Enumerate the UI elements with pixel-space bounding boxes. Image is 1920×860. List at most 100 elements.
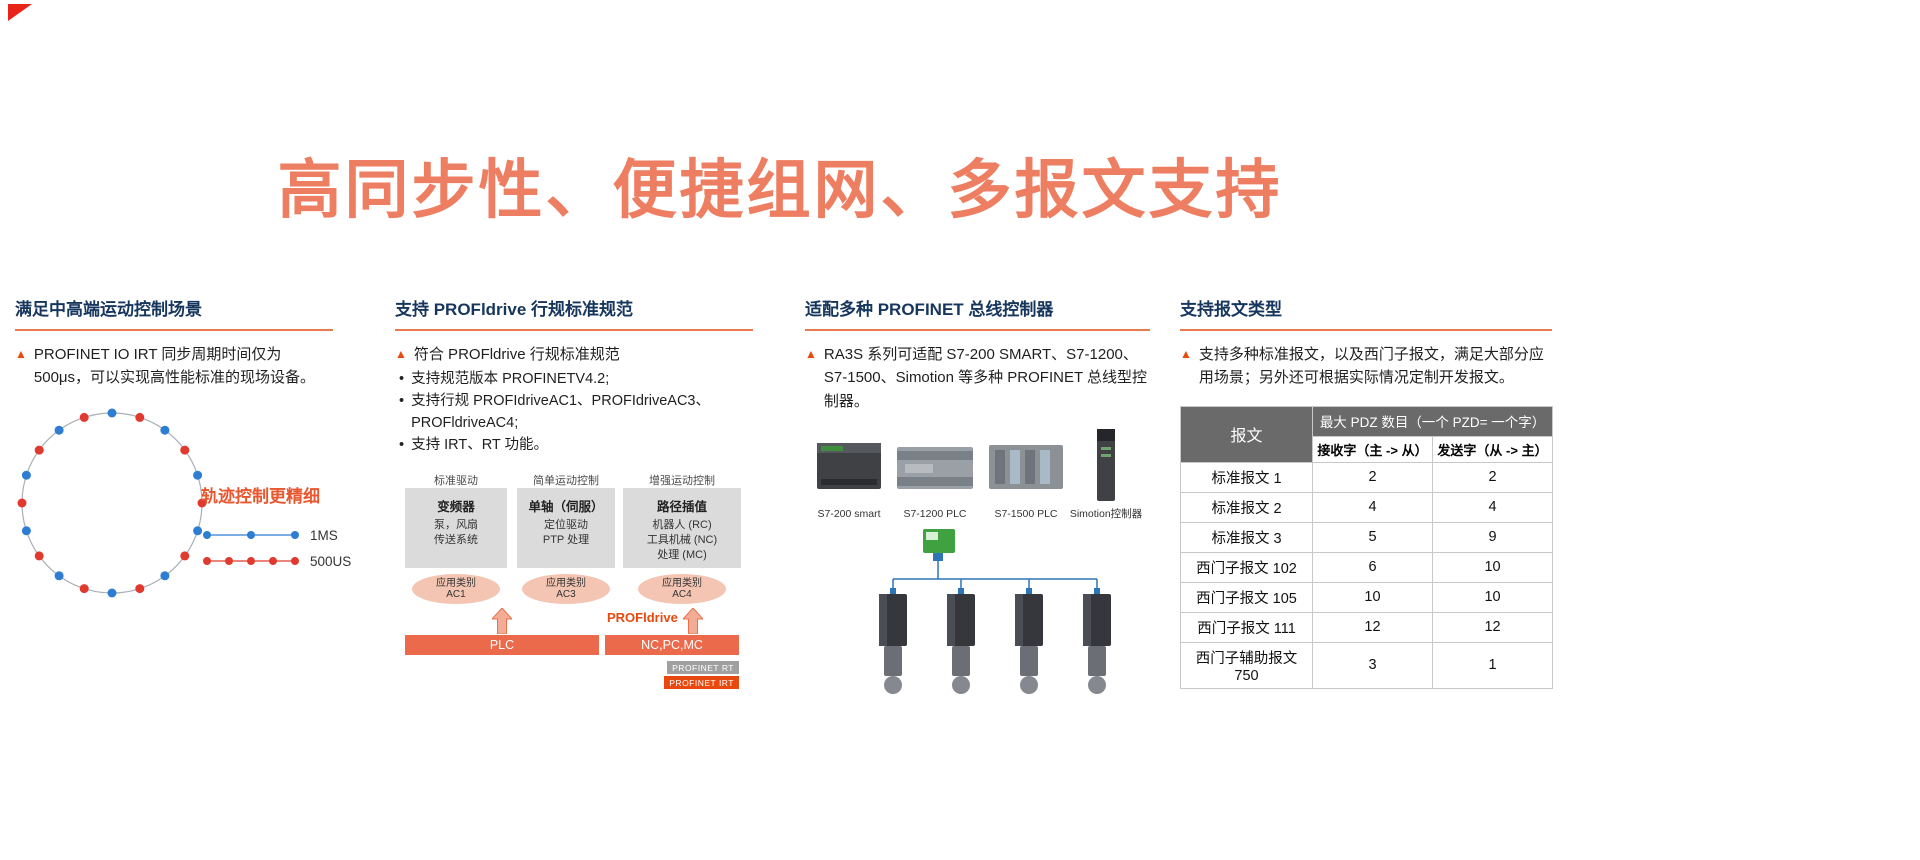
table-subheader-tx: 发送字（从 -> 主）	[1431, 435, 1554, 463]
rx-value: 3	[1312, 641, 1433, 689]
telegram-name: 西门子报文 105	[1180, 581, 1313, 613]
device-label: S7-1500 PLC	[994, 508, 1057, 520]
app-box-lines: 泵，风扇 传送系统	[434, 519, 478, 547]
triangle-bullet-icon: ▲	[1180, 347, 1192, 361]
legend-1ms-label: 1MS	[310, 527, 338, 543]
app-category-label: 简单运动控制	[533, 475, 599, 488]
telegram-name: 标准报文 3	[1180, 521, 1313, 553]
app-box-lines: 定位驱动 PTP 处理	[542, 519, 590, 547]
table-row: 西门子报文 102 6 10	[1180, 551, 1554, 583]
section-heading-plc: 适配多种 PROFINET 总线控制器	[805, 295, 1150, 331]
triangle-bullet-icon: ▲	[805, 347, 817, 361]
app-class-ellipse-ac4: 应用类别 AC4	[638, 574, 726, 605]
legend-500us: 500US	[201, 554, 351, 569]
app-box-lines: 机器人 (RC) 工具机械 (NC) 处理 (MC)	[646, 519, 718, 561]
app-category-label: 增强运动控制	[649, 475, 715, 488]
sampling-circle-icon	[17, 408, 207, 597]
network-connectors	[890, 587, 1100, 594]
up-arrow-icon	[683, 608, 703, 635]
rx-value: 4	[1312, 491, 1433, 523]
tx-value: 4	[1431, 491, 1554, 523]
legend-line-1ms-icon	[203, 531, 299, 539]
app-box-ac1: 变频器 泵，风扇 传送系统	[405, 488, 507, 569]
s7-1200-device-icon	[897, 446, 973, 489]
motion-bullet-text: PROFINET IO IRT 同步周期时间仅为 500μs，可以实现高性能标准…	[33, 346, 316, 387]
app-class-ellipse-ac1: 应用类别 AC1	[412, 574, 500, 605]
app-class-value: AC1	[446, 589, 466, 601]
app-box-ac3: 单轴（伺服） 定位驱动 PTP 处理	[517, 488, 615, 569]
list-item: • 支持 IRT、RT 功能。	[399, 435, 753, 457]
app-box-title: 变频器	[437, 500, 475, 515]
section-telegram-types: 支持报文类型 ▲ 支持多种标准报文，以及西门子报文，满足大部分应用场景；另外还可…	[1180, 295, 1554, 689]
sync-cycle-diagram: 轨迹控制更精细 1MS 500US	[15, 406, 351, 706]
telegram-name: 西门子报文 111	[1180, 611, 1313, 643]
telegram-name: 西门子报文 102	[1180, 551, 1313, 583]
telegram-name: 西门子辅助报文 750	[1180, 641, 1313, 689]
legend-line-500us-icon	[203, 557, 299, 565]
s7-1500-device-icon	[989, 444, 1063, 489]
servo-drive-icons	[879, 593, 1111, 694]
device-label: S7-1200 PLC	[903, 508, 966, 520]
simotion-device-icon	[1097, 428, 1115, 501]
app-class-label: 应用类别	[436, 577, 476, 589]
telegram-bullet: ▲ 支持多种标准报文，以及西门子报文，满足大部分应用场景；另外还可根据实际情况定…	[1180, 343, 1552, 390]
triangle-bullet-icon: ▲	[15, 347, 27, 361]
profinet-irt-tag: PROFINET IRT	[664, 676, 739, 690]
profidrive-bullet: ▲ 符合 PROFldrive 行规标准规范	[395, 343, 753, 366]
rx-value: 10	[1312, 581, 1433, 613]
network-bus-lines	[892, 560, 1098, 591]
controller-devices-illustration: S7-200 smart S7-1200 PLC S7-1500 PLC Sim…	[817, 428, 1143, 520]
profidrive-application-diagram: 标准驱动 简单运动控制 增强运动控制 变频器 泵，风扇 传送系统 单轴（伺服） …	[395, 472, 753, 698]
app-class-value: AC3	[556, 589, 576, 601]
app-box-ac4: 路径插值 机器人 (RC) 工具机械 (NC) 处理 (MC)	[623, 488, 741, 569]
rx-value: 12	[1312, 611, 1433, 643]
app-class-value: AC4	[672, 589, 692, 601]
plc-bullet: ▲ RA3S 系列可适配 S7-200 SMART、S7-1200、S7-150…	[805, 343, 1150, 413]
tx-value: 2	[1431, 461, 1554, 493]
profidrive-item-list: • 支持规范版本 PROFINETV4.2; • 支持行规 PROFIdrive…	[395, 369, 753, 456]
dot-bullet-icon: •	[399, 393, 405, 409]
profinet-tags: PROFINET RT PROFINET IRT	[664, 661, 739, 690]
profidrive-bullet-text: 符合 PROFldrive 行规标准规范	[413, 346, 620, 363]
device-label: S7-200 smart	[817, 508, 880, 520]
telegram-table: 报文 最大 PDZ 数目（一个 PZD= 一个字） 接收字（主 -> 从） 发送…	[1180, 405, 1554, 689]
motion-bullet: ▲ PROFINET IO IRT 同步周期时间仅为 500μs，可以实现高性能…	[15, 343, 333, 390]
rx-value: 5	[1312, 521, 1433, 553]
table-header-pzd: 最大 PDZ 数目（一个 PZD= 一个字）	[1311, 405, 1554, 437]
rx-value: 6	[1312, 551, 1433, 583]
tx-value: 10	[1431, 581, 1554, 613]
triangle-bullet-icon: ▲	[395, 347, 407, 361]
network-switch-icon	[923, 528, 955, 561]
telegram-bullet-text: 支持多种标准报文，以及西门子报文，满足大部分应用场景；另外还可根据实际情况定制开…	[1198, 346, 1544, 387]
plc-bullet-text: RA3S 系列可适配 S7-200 SMART、S7-1200、S7-1500、…	[823, 346, 1148, 410]
device-label: Simotion控制器	[1070, 507, 1143, 520]
table-row: 标准报文 2 4 4	[1180, 491, 1554, 523]
tx-value: 10	[1431, 551, 1554, 583]
table-row: 西门子辅助报文 750 3 1	[1180, 641, 1554, 689]
app-box-title: 单轴（伺服）	[528, 500, 604, 515]
plc-bar: PLC	[405, 635, 599, 656]
list-item: • 支持行规 PROFIdriveAC1、PROFIdriveAC3、PROFl…	[399, 391, 753, 435]
tx-value: 1	[1431, 641, 1554, 689]
section-plc-controllers: 适配多种 PROFINET 总线控制器 ▲ RA3S 系列可适配 S7-200 …	[805, 295, 1150, 705]
app-class-label: 应用类别	[662, 577, 702, 589]
profinet-network-diagram	[879, 528, 1111, 694]
legend-500us-label: 500US	[310, 553, 352, 569]
list-item-text: 支持 IRT、RT 功能。	[411, 436, 549, 453]
nc-pc-mc-bar: NC,PC,MC	[605, 635, 739, 656]
dot-bullet-icon: •	[399, 371, 405, 388]
app-class-ellipse-ac3: 应用类别 AC3	[522, 574, 610, 605]
list-item-text: 支持规范版本 PROFINETV4.2;	[411, 371, 610, 388]
legend-1ms: 1MS	[201, 528, 338, 543]
up-arrow-icon	[492, 608, 512, 635]
profinet-rt-tag: PROFINET RT	[667, 661, 739, 675]
section-heading-profidrive: 支持 PROFldrive 行规标准规范	[395, 295, 753, 331]
brand-triangle-logo	[8, 4, 32, 21]
app-box-title: 路径插值	[656, 500, 707, 515]
rx-value: 2	[1312, 461, 1433, 493]
tx-value: 9	[1431, 521, 1554, 553]
profidrive-label: PROFldrive	[607, 610, 678, 626]
table-subheader-rx: 接收字（主 -> 从）	[1312, 435, 1433, 463]
telegram-name: 标准报文 2	[1180, 491, 1313, 523]
table-row: 标准报文 1 2 2	[1180, 461, 1554, 493]
